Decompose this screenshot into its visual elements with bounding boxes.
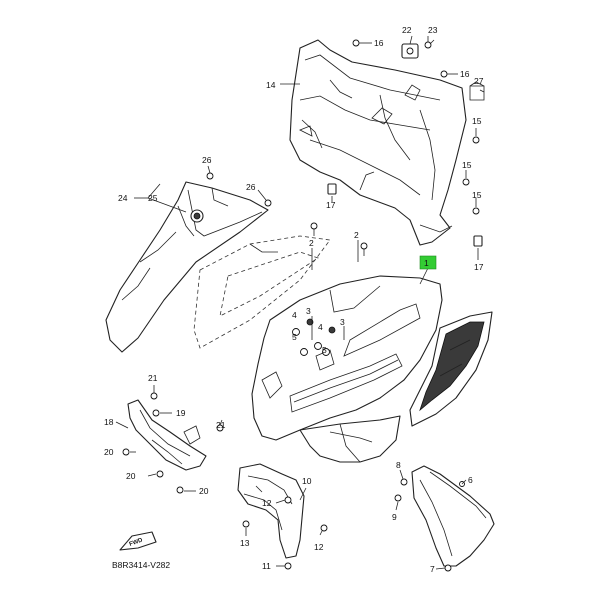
- callout-17b: 17: [474, 262, 484, 272]
- callout-11: 11: [262, 561, 271, 571]
- callout-16a: 16: [374, 38, 384, 48]
- callout-26b: 26: [246, 182, 256, 192]
- label-part-27: [469, 81, 485, 101]
- callout-27: 27: [474, 76, 484, 86]
- fastener-group-3-4-5: [292, 318, 336, 356]
- bracket-fasteners: [115, 385, 224, 494]
- highlight-box-part-1: [419, 255, 437, 270]
- callout-21a: 21: [148, 373, 158, 383]
- callout-19: 19: [176, 408, 186, 418]
- screw-group-2: [310, 222, 368, 256]
- callout-4b: 4: [318, 322, 323, 332]
- right-cover-fasteners: [394, 469, 467, 572]
- callout-5a: 5: [292, 332, 297, 342]
- callout-3b: 3: [340, 317, 345, 327]
- callout-20c: 20: [199, 486, 209, 496]
- leader-lines: [134, 35, 485, 340]
- bolt-part-23: [424, 36, 432, 49]
- lower-center-bracket: [237, 463, 305, 559]
- callout-21b: 21: [216, 420, 226, 430]
- clip-part-22: [401, 43, 419, 59]
- callout-17a: 17: [326, 200, 336, 210]
- screw-group-26: [206, 172, 272, 207]
- callout-labels: 1 2 2 3 3 4 4 5 5 6 7 8 9 10 11 12 12 13…: [104, 25, 484, 574]
- callout-24: 24: [118, 193, 128, 203]
- callout-16b: 16: [460, 69, 470, 79]
- side-cover-part-1: [251, 275, 443, 463]
- callout-15c: 15: [472, 190, 482, 200]
- callout-12b: 12: [314, 542, 324, 552]
- callout-9: 9: [392, 512, 397, 522]
- lower-right-cover: [411, 465, 495, 567]
- callout-7: 7: [430, 564, 435, 574]
- center-bracket-fasteners: [242, 487, 328, 570]
- callout-3a: 3: [306, 306, 311, 316]
- callout-25: 25: [148, 193, 158, 203]
- callout-20b: 20: [126, 471, 136, 481]
- callout-5b: 5: [322, 345, 327, 355]
- callout-14: 14: [266, 80, 276, 90]
- screw-group-15: [462, 136, 480, 215]
- callout-12a: 12: [262, 498, 272, 508]
- callout-23: 23: [428, 25, 438, 35]
- screw-group-16: [352, 39, 458, 78]
- callout-4a: 4: [292, 310, 297, 320]
- diagram-code: B8R3414-V282: [112, 560, 170, 570]
- callout-2b: 2: [354, 230, 359, 240]
- side-trim-strips: [193, 235, 331, 349]
- nut-group-17: [327, 183, 483, 247]
- callout-22: 22: [402, 25, 412, 35]
- callout-6: 6: [468, 475, 473, 485]
- dark-side-panel: [409, 311, 493, 427]
- callout-13: 13: [240, 538, 250, 548]
- callout-20a: 20: [104, 447, 114, 457]
- lower-left-bracket: [127, 399, 207, 471]
- fwd-label: FWD: [129, 537, 145, 548]
- fwd-arrow-icon: FWD: [119, 531, 157, 551]
- inner-panel-upper: [289, 39, 467, 246]
- front-center-cover: [105, 181, 269, 353]
- callout-2a: 2: [309, 238, 314, 248]
- callout-15a: 15: [472, 116, 482, 126]
- callout-10: 10: [302, 476, 312, 486]
- callout-8: 8: [396, 460, 401, 470]
- callout-26a: 26: [202, 155, 212, 165]
- callout-15b: 15: [462, 160, 472, 170]
- callout-18: 18: [104, 417, 114, 427]
- callout-1: 1: [424, 258, 429, 268]
